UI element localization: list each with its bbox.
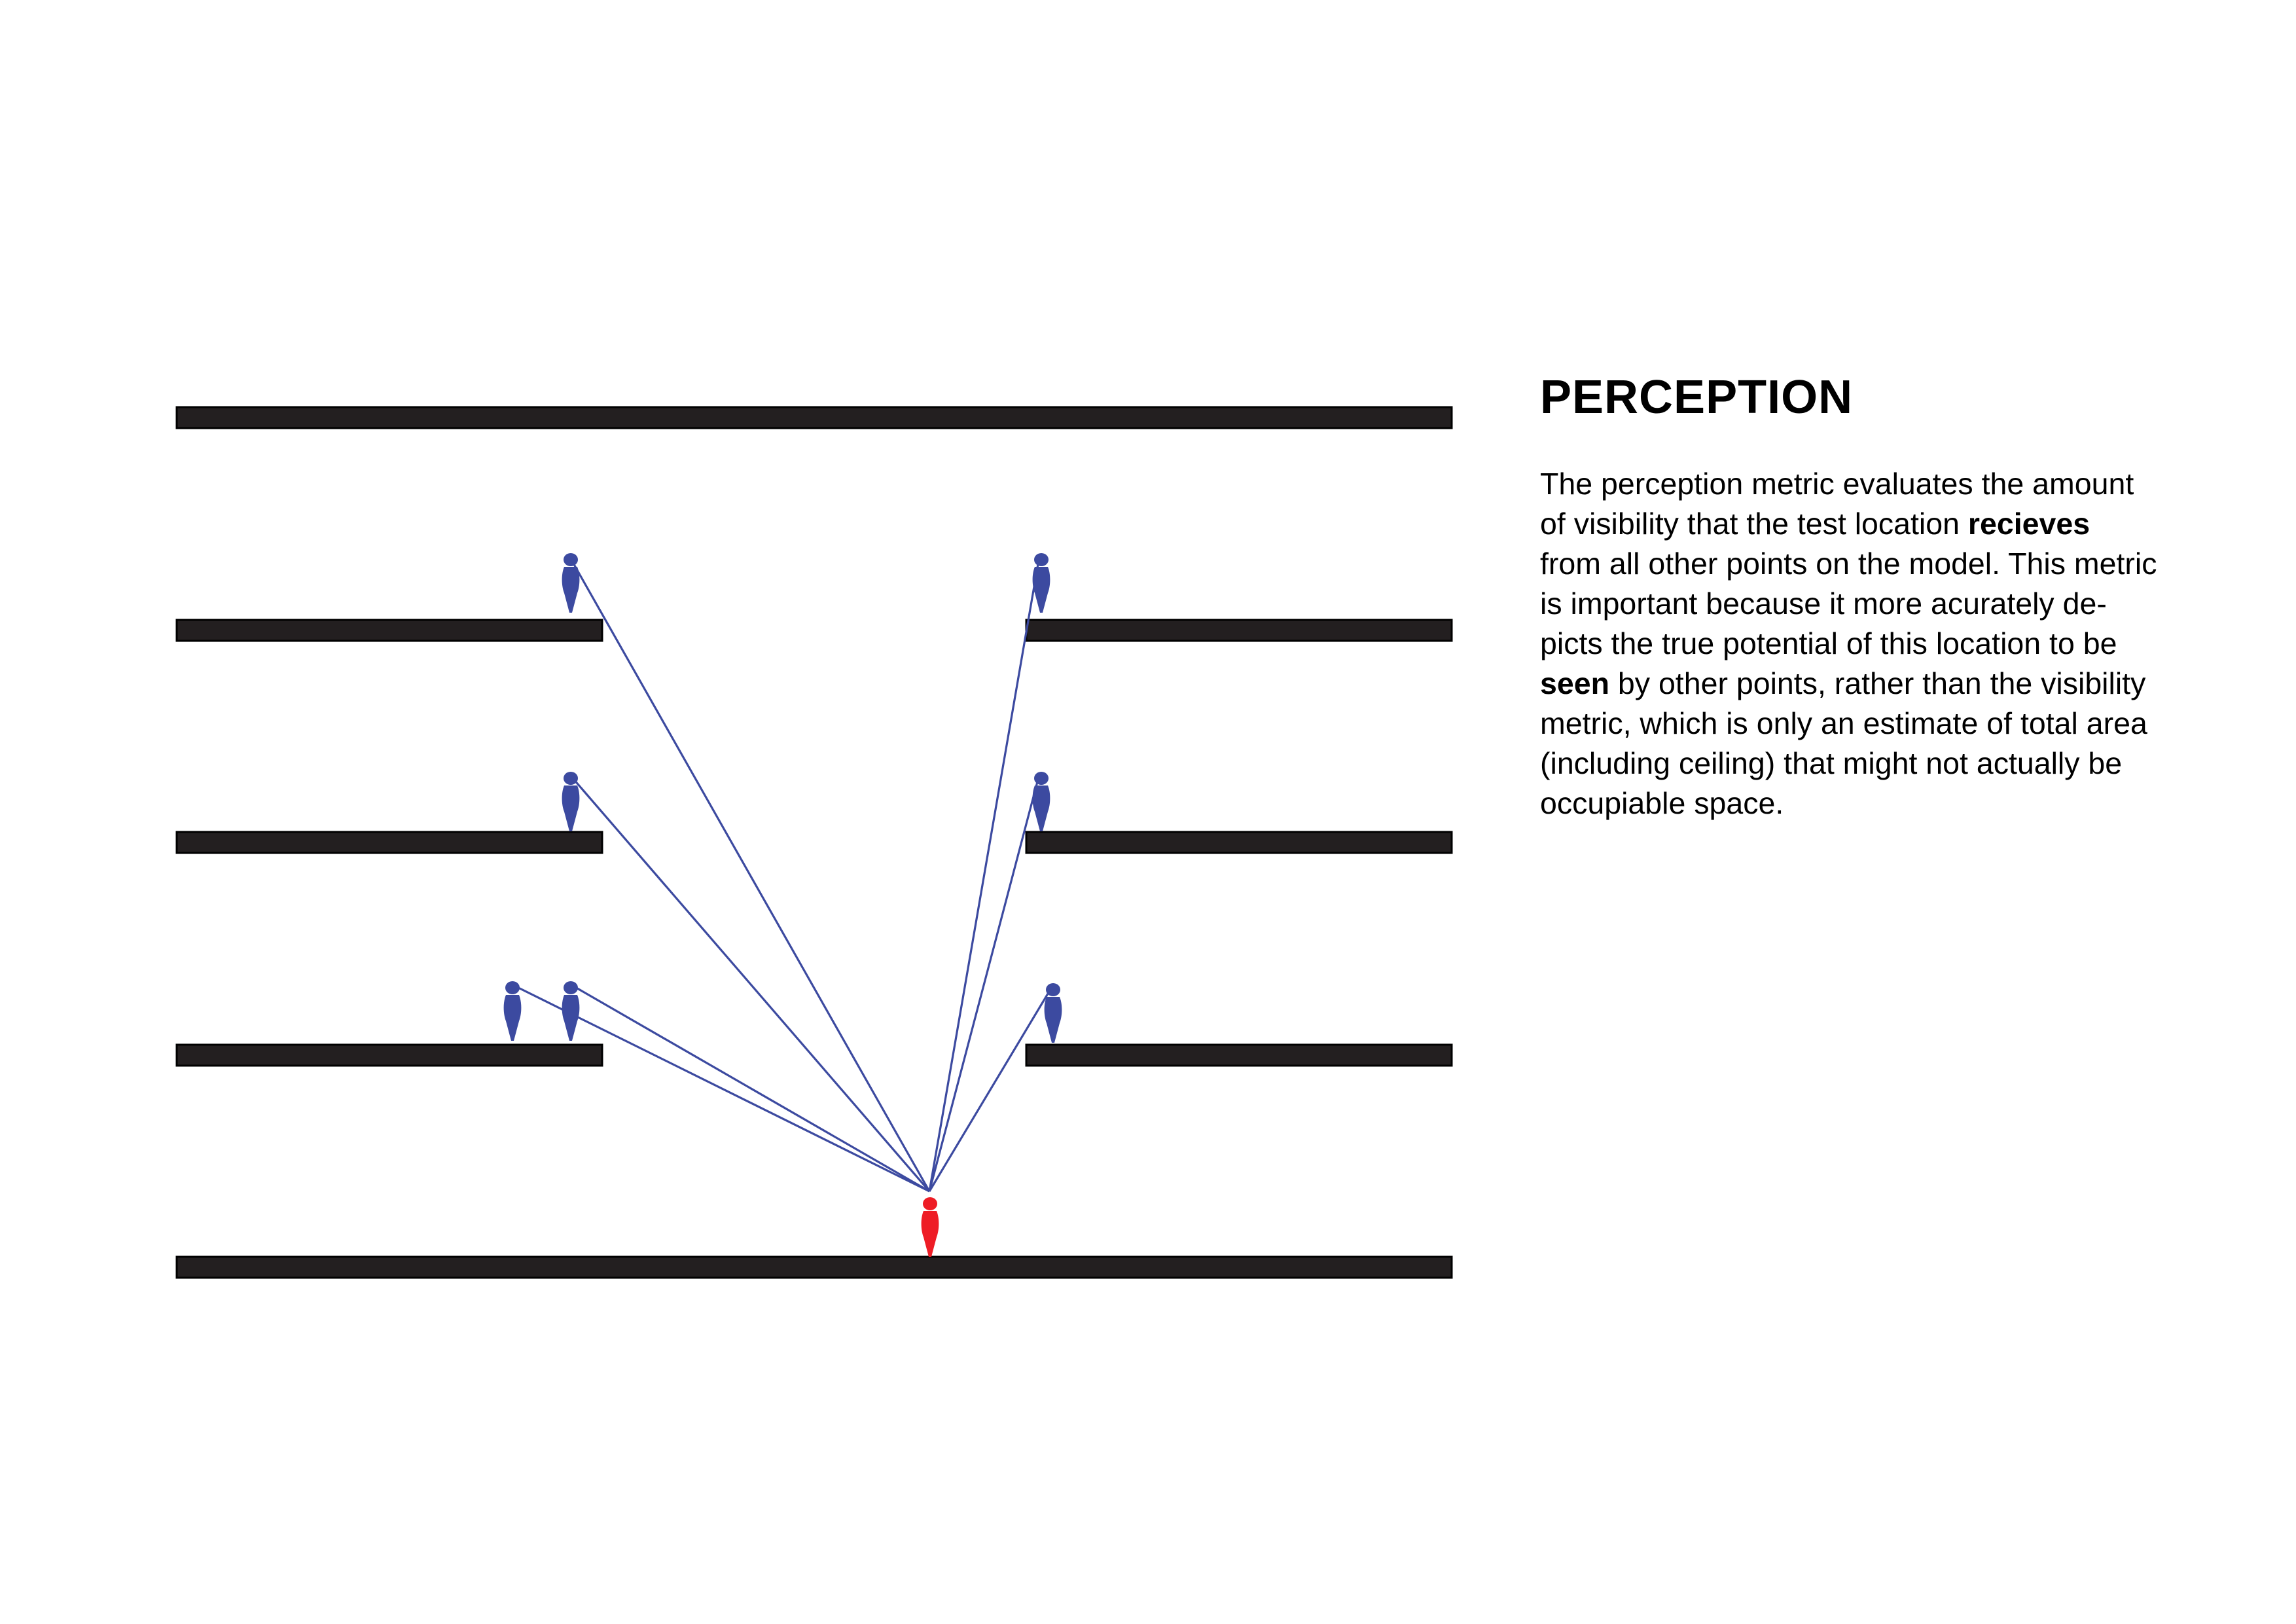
description: The perception metric evaluates the amou…: [1540, 464, 2280, 823]
sightline: [568, 773, 931, 1193]
person-icon: [562, 981, 580, 1041]
slab-level-2-right: [1025, 831, 1453, 854]
sightline: [928, 556, 1041, 1192]
description-line: is important because it more acurately d…: [1540, 586, 2107, 621]
text-panel: PERCEPTION The perception metric evaluat…: [1540, 371, 2280, 823]
person-icon: [1032, 772, 1050, 831]
person-icon: [562, 772, 580, 831]
slab-level-3-right: [1025, 619, 1453, 642]
slab-top: [175, 406, 1453, 429]
sightline: [928, 774, 1041, 1192]
slab-level-1-right: [1025, 1043, 1453, 1067]
description-line: metric, which is only an estimate of tot…: [1540, 706, 2147, 741]
description-line: of visibility that the test location: [1540, 507, 1968, 541]
person-icon: [921, 1197, 939, 1257]
description-line: occupiable space.: [1540, 786, 1784, 821]
slab-level-2-left: [175, 831, 603, 854]
person-icon: [1032, 553, 1050, 613]
description-line: picts the true potential of this locatio…: [1540, 626, 2117, 661]
emphasis-recieves: recieves: [1967, 507, 2090, 541]
description-line: (including ceiling) that might not actua…: [1540, 746, 2123, 781]
sightline: [510, 983, 930, 1193]
person-icon: [503, 981, 522, 1041]
slab-level-1-left: [175, 1043, 603, 1067]
person-icon: [1044, 983, 1062, 1043]
sightline: [568, 556, 931, 1192]
page-title: PERCEPTION: [1540, 371, 1854, 424]
sightline: [928, 986, 1053, 1192]
description-line: from all other points on the model. This…: [1540, 547, 2157, 581]
slab-ground: [175, 1255, 1453, 1279]
sightline: [569, 983, 930, 1193]
emphasis-seen: seen: [1540, 666, 1609, 701]
sight-lines: [510, 556, 1053, 1193]
person-icon: [562, 553, 580, 613]
description-line: by other points, rather than the visibil…: [1609, 666, 2146, 701]
floor-slabs: [175, 406, 1453, 1279]
description-line: The perception metric evaluates the amou…: [1540, 467, 2134, 501]
slab-level-3-left: [175, 619, 603, 642]
